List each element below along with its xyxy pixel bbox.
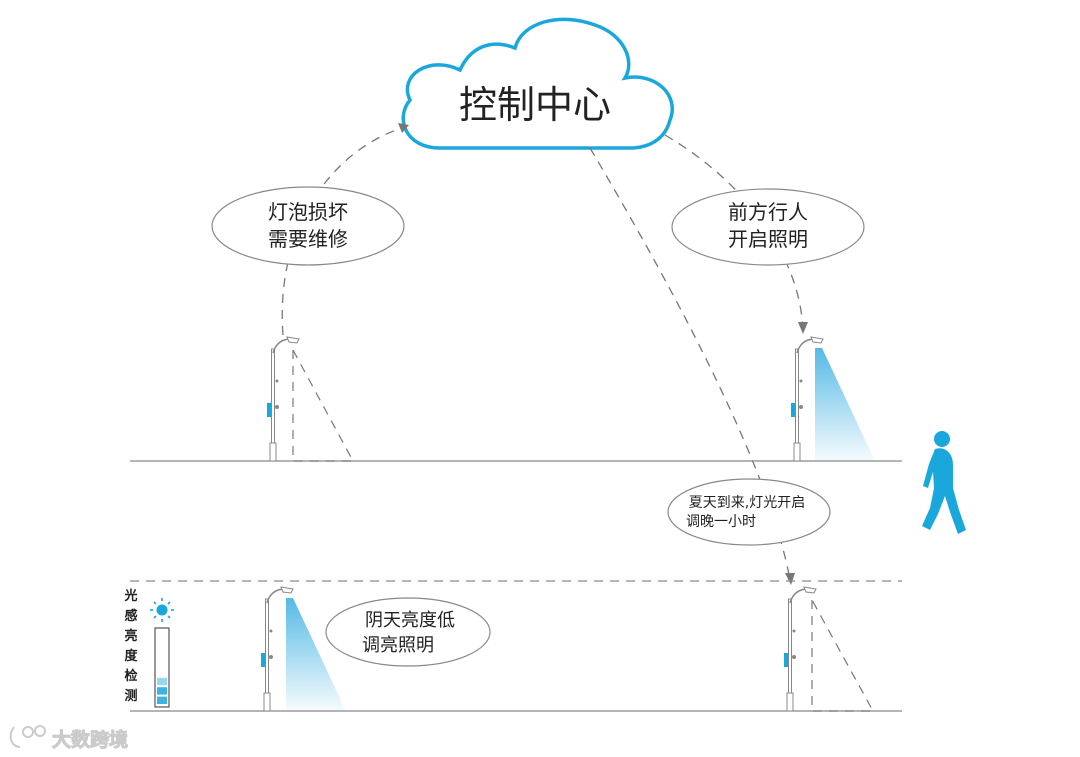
arrow-heads bbox=[398, 123, 808, 585]
bubble-pedestrian-line1: 前方行人 bbox=[728, 200, 808, 224]
arrow-left-to-cloud bbox=[281, 126, 406, 336]
sensor-level-bar bbox=[157, 696, 167, 704]
streetlight-broken bbox=[266, 336, 355, 462]
bubble-bulb-broken-line1: 灯泡损坏 bbox=[268, 200, 348, 224]
watermark: 大数跨境 bbox=[9, 725, 129, 752]
bubble-bulb-broken-line2: 需要维修 bbox=[268, 227, 348, 251]
sensor-char-3: 度 bbox=[124, 648, 138, 664]
bubble-summer: 夏天到来,灯光开启 调晚一小时 bbox=[667, 478, 831, 546]
light-beam bbox=[286, 598, 346, 711]
sensor-level-gauge bbox=[154, 627, 170, 708]
bubble-pedestrian-line2: 开启照明 bbox=[728, 227, 808, 251]
sensor-char-0: 光 bbox=[123, 588, 137, 604]
arrowhead-cloud bbox=[398, 123, 409, 133]
streetlight-lit-cloudy bbox=[260, 586, 346, 712]
light-beam bbox=[815, 348, 875, 461]
bubble-bulb-broken: 灯泡损坏 需要维修 bbox=[211, 186, 405, 266]
sun-icon bbox=[150, 598, 174, 622]
light-sensor-panel: 光 感 亮 度 检 测 bbox=[123, 588, 174, 708]
pedestrian-figure bbox=[922, 431, 966, 534]
watermark-text: 大数跨境 bbox=[52, 728, 128, 751]
bubble-cloudy-line2: 调亮照明 bbox=[362, 635, 434, 656]
cloud-title: 控制中心 bbox=[459, 83, 611, 127]
unlit-beam bbox=[811, 599, 875, 712]
sensor-level-bars bbox=[157, 677, 167, 704]
streetlight-lit-pedestrian bbox=[790, 336, 875, 462]
sensor-level-bar bbox=[157, 687, 167, 695]
arrow-cloud-to-bottom-lamp bbox=[589, 147, 791, 581]
arrowhead-bottom-lamp bbox=[785, 573, 795, 585]
unlit-beam bbox=[292, 349, 355, 462]
brand-logo-icon bbox=[9, 725, 46, 748]
sensor-char-2: 亮 bbox=[124, 628, 137, 644]
bubble-pedestrian: 前方行人 开启照明 bbox=[671, 188, 865, 266]
streetlight-delayed bbox=[783, 586, 875, 712]
sensor-char-1: 感 bbox=[124, 608, 137, 624]
sensor-level-bar bbox=[157, 677, 167, 686]
sensor-char-4: 检 bbox=[124, 668, 137, 684]
bubble-cloudy: 阴天亮度低 调亮照明 bbox=[325, 597, 491, 667]
bubble-summer-line2: 调晚一小时 bbox=[686, 514, 756, 530]
cloud-shape bbox=[401, 17, 674, 150]
control-center-cloud: 控制中心 bbox=[401, 17, 674, 150]
arrowhead-right-lamp bbox=[798, 322, 808, 334]
bubble-cloudy-line1: 阴天亮度低 bbox=[365, 610, 455, 631]
bubble-summer-line1: 夏天到来,灯光开启 bbox=[689, 495, 805, 511]
sensor-char-5: 测 bbox=[124, 688, 137, 704]
